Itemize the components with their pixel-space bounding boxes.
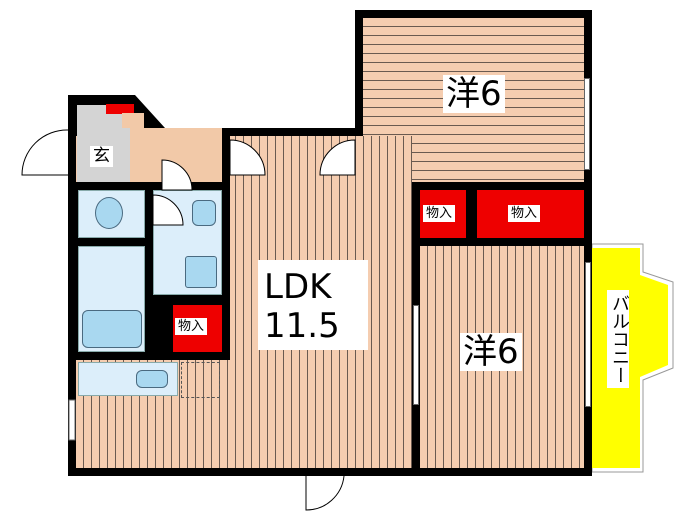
hallway-nook xyxy=(122,113,144,128)
sink-icon xyxy=(192,200,216,226)
door[interactable] xyxy=(152,194,184,226)
window xyxy=(584,78,590,170)
balcony-door[interactable] xyxy=(305,475,345,511)
entrance-door[interactable] xyxy=(21,129,69,176)
ldk-label-name: LDK xyxy=(264,267,332,307)
bathtub-icon xyxy=(82,310,142,348)
entrance-label: 玄 xyxy=(90,146,113,167)
door[interactable] xyxy=(319,139,356,176)
wall xyxy=(222,128,230,190)
fridge-space xyxy=(181,362,220,398)
door[interactable] xyxy=(229,139,266,176)
window xyxy=(68,399,76,441)
door[interactable] xyxy=(161,159,193,191)
closet-bath-label: 物入 xyxy=(175,318,208,335)
ldk-label: LDK 11.5 xyxy=(258,260,368,350)
closet-small-label: 物入 xyxy=(423,205,456,222)
closet-large-label: 物入 xyxy=(508,205,541,222)
window xyxy=(585,262,591,407)
kitchen-sink-icon xyxy=(136,370,168,388)
western-room-bottom-label: 洋6 xyxy=(460,333,522,371)
entrance xyxy=(77,105,130,182)
toilet-icon xyxy=(95,197,123,229)
sliding-door[interactable] xyxy=(413,305,419,405)
balcony-label: バルコニー xyxy=(607,290,630,388)
ldk-label-size: 11.5 xyxy=(264,306,340,347)
washing-machine-icon xyxy=(185,256,217,288)
western-room-top-label: 洋6 xyxy=(443,75,505,113)
shoe-closet xyxy=(106,104,134,114)
